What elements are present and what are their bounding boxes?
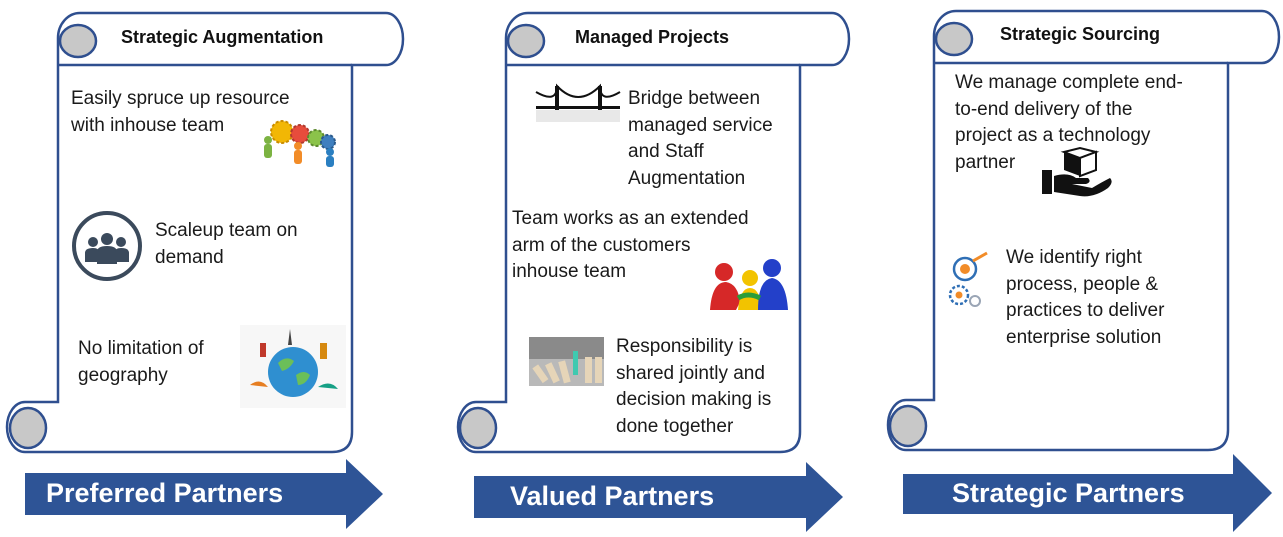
item-extended-arm: Team works as an extended arm of the cus… — [512, 208, 749, 282]
item-spruce-up-resource: Easily spruce up resource with inhouse t… — [71, 88, 290, 136]
arrow-valued-partners — [474, 462, 843, 532]
arrow-strategic-partners — [903, 454, 1272, 532]
item-identify-process: We identify right process, people & prac… — [1006, 247, 1165, 348]
scroll-strategic-sourcing — [886, 9, 1281, 452]
bridge-icon — [535, 80, 621, 122]
label-strategic-partners: Strategic Partners — [952, 478, 1185, 508]
heading-strategic-augmentation: Strategic Augmentation — [121, 27, 324, 47]
team-huddle-icon — [710, 259, 788, 310]
heading-strategic-sourcing: Strategic Sourcing — [1000, 24, 1161, 44]
gears-team-icon — [264, 120, 336, 167]
item-end-to-end-delivery: We manage complete end- to-end delivery … — [955, 72, 1183, 173]
label-valued-partners: Valued Partners — [510, 481, 715, 511]
heading-managed-projects: Managed Projects — [575, 27, 730, 47]
item-shared-responsibility: Responsibility is shared jointly and dec… — [616, 336, 772, 437]
globe-landmarks-icon — [240, 325, 346, 408]
search-gears-icon — [948, 251, 988, 307]
item-no-limitation-geography: No limitation of geography — [78, 338, 204, 386]
arrow-preferred-partners — [25, 459, 383, 529]
dominoes-icon — [529, 337, 604, 386]
item-scaleup-team: Scaleup team on demand — [155, 220, 298, 268]
item-bridge-between: Bridge between managed service and Staff… — [628, 88, 773, 189]
label-preferred-partners: Preferred Partners — [46, 478, 284, 508]
team-people-icon — [72, 211, 142, 281]
hand-box-icon — [1042, 146, 1112, 197]
